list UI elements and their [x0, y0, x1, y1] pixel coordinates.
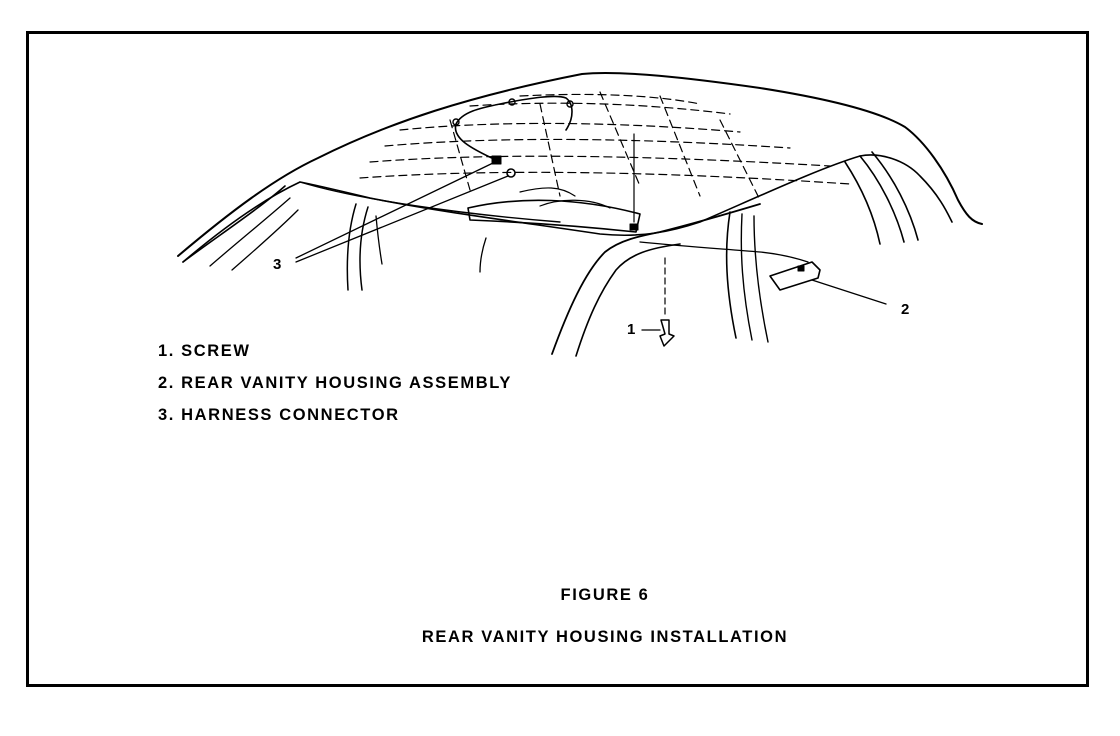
figure-number: FIGURE 6	[560, 586, 650, 604]
right-door-arch-inner	[575, 243, 681, 357]
legend-item-screw: 1. SCREW	[158, 342, 251, 360]
vanity-opening	[467, 199, 641, 233]
screw-hole	[629, 223, 639, 231]
left-pillar-band	[209, 197, 299, 271]
roof-inner-edge	[182, 154, 953, 263]
right-pillar-band-3	[753, 215, 769, 343]
callout-connector: 3	[273, 256, 282, 273]
harness-connector	[491, 155, 502, 165]
harness-wire	[454, 95, 573, 161]
right-rear-quarter	[844, 151, 919, 245]
left-pillar-outer	[182, 185, 286, 263]
right-pillar-band-1	[725, 211, 737, 339]
left-b-pillar	[346, 203, 369, 291]
right-pillar-band-2	[740, 213, 753, 341]
wire-clip	[452, 118, 460, 126]
vanity-opening-detail	[519, 187, 611, 209]
screw	[659, 319, 675, 347]
legend-item-connector: 3. HARNESS CONNECTOR	[158, 406, 400, 424]
wire-clip	[508, 98, 516, 106]
right-door-arch	[551, 203, 761, 355]
callout-housing: 2	[901, 301, 910, 318]
roof-outline	[177, 71, 983, 257]
left-seat-line	[375, 215, 487, 273]
leader-connector-upper	[295, 162, 494, 259]
wire-clip	[566, 100, 574, 108]
callout-screw: 1	[627, 321, 636, 338]
leader-connector-lower	[295, 175, 509, 263]
roof-inner-edge-2	[299, 181, 561, 223]
legend-item-housing: 2. REAR VANITY HOUSING ASSEMBLY	[158, 374, 512, 392]
vanity-housing-part	[769, 261, 821, 291]
housing-slot	[797, 265, 805, 272]
roof-rail	[639, 241, 809, 263]
harness-connector-mate	[506, 168, 516, 178]
roof-bow-dashes	[359, 91, 851, 201]
figure-border	[26, 31, 1089, 687]
leader-housing	[811, 279, 887, 305]
figure-title: REAR VANITY HOUSING INSTALLATION	[421, 628, 789, 646]
